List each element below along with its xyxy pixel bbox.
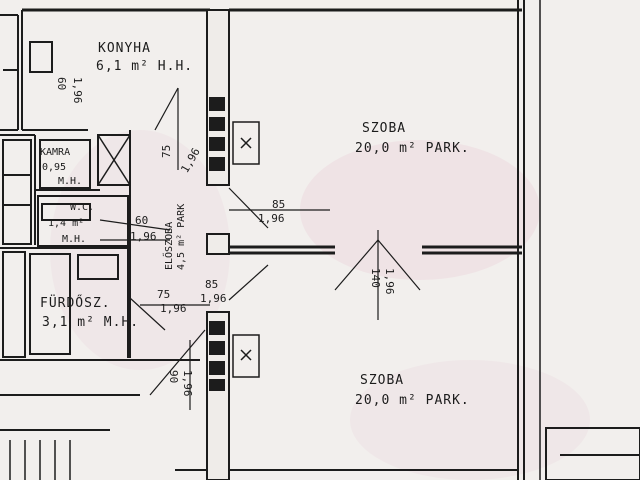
bath-door-height: 1,96 [160, 302, 187, 315]
szoba-bottom-area: 20,0 m² PARK. [355, 393, 470, 408]
kamra-name: KAMRA [40, 147, 70, 158]
wc-area: 1,4 m² [48, 218, 84, 229]
szoba-bottom-name: SZOBA [360, 373, 404, 388]
kitchen-door-width: 60 [55, 77, 68, 90]
szoba-top-area: 20,0 m² PARK. [355, 141, 470, 156]
room-bottom-door-width: 85 [205, 278, 218, 291]
kamra-floor: M.H. [58, 176, 82, 187]
hall-door-width: 75 [160, 145, 173, 158]
lower-door-height: 1,96 [181, 370, 194, 397]
konyha-name: KONYHA [98, 41, 151, 56]
furdoszoba-area: 3,1 m² M.H. [42, 315, 139, 330]
room-top-door-height: 1,96 [258, 212, 285, 225]
wc-door-width: 60 [135, 214, 148, 227]
eloszoba-area: 4,5 m² PARK [176, 204, 187, 270]
bath-door-width: 75 [157, 288, 170, 301]
chimney-x-icon-top [232, 121, 260, 165]
eloszoba-name: ELŐSZOBA [161, 222, 175, 270]
double-door-width: 140 [369, 268, 382, 288]
room-top-door-width: 85 [272, 198, 285, 211]
double-door-height: 1,96 [383, 268, 396, 295]
wc-name: W.C. [70, 202, 94, 213]
furdoszoba-name: FÜRDŐSZ. [40, 294, 111, 311]
kitchen-door-height: 1,96 [71, 77, 84, 104]
lower-door-width: 90 [167, 370, 180, 383]
kamra-area: 0,95 [42, 162, 66, 173]
wc-door-height: 1,96 [130, 230, 157, 243]
chimney-x-icon-bottom [232, 334, 260, 378]
wc-floor: M.H. [62, 234, 86, 245]
szoba-top-name: SZOBA [362, 121, 406, 136]
room-bottom-door-height: 1,96 [200, 292, 227, 305]
konyha-area: 6,1 m² H.H. [96, 59, 193, 74]
